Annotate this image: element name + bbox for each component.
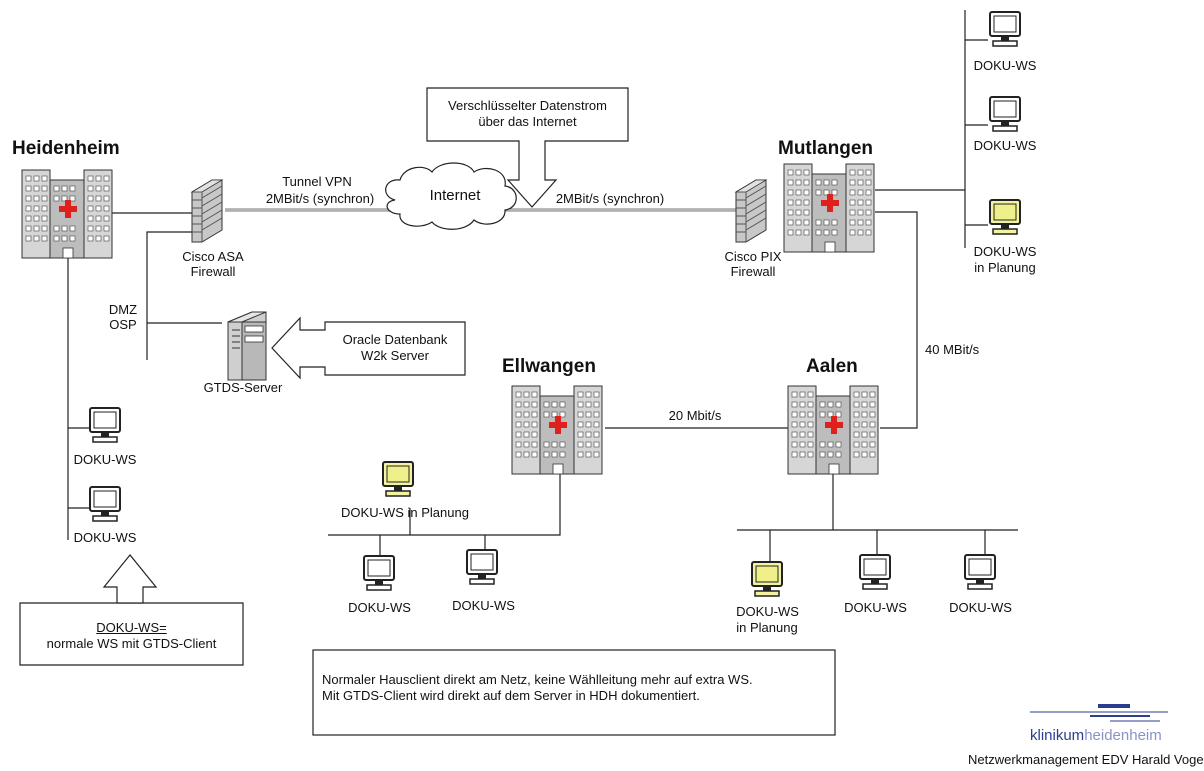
tunnel-vpn-label: Tunnel VPN <box>282 174 352 189</box>
mutlangen-doku-ws-1-icon <box>989 11 1021 47</box>
definition-term: DOKU-WS= <box>96 620 167 635</box>
klinikum-logo-icon <box>1030 704 1168 722</box>
mutlangen-doku-ws-2-label: DOKU-WS <box>973 138 1037 153</box>
aalen-doku-ws-planned-label: DOKU-WS <box>736 604 799 619</box>
definition-description: normale WS mit GTDS-Client <box>46 636 217 651</box>
oracle-callout-line2: W2k Server <box>361 348 429 363</box>
heidenheim-doku-ws-2-label: DOKU-WS <box>73 530 137 545</box>
ellwangen-doku-ws-1-icon <box>363 555 395 591</box>
oracle-callout-line1: Oracle Datenbank <box>342 332 448 347</box>
site-heidenheim: Heidenheim <box>12 138 120 159</box>
mutlangen-aalen-speed-label: 40 MBit/s <box>925 342 980 357</box>
dmz-label: DMZ <box>108 302 138 317</box>
ellwangen-building <box>511 385 603 475</box>
mutlangen-doku-ws-planned-icon <box>989 199 1021 235</box>
mutlangen-in-planung-label: in Planung <box>974 260 1036 275</box>
logo-text-heidenheim: heidenheim <box>1084 727 1162 744</box>
aalen-doku-ws-2-icon <box>964 554 996 590</box>
klinikum-logo: klinikumheidenheim <box>1030 727 1162 744</box>
site-mutlangen: Mutlangen <box>778 138 873 159</box>
aalen-doku-ws-1-icon <box>859 554 891 590</box>
cisco-pix-label: Cisco PIX <box>724 249 782 264</box>
mutlangen-doku-ws-1-label: DOKU-WS <box>973 58 1037 73</box>
mutlangen-doku-ws-2-icon <box>989 96 1021 132</box>
aalen-doku-ws-planned-icon <box>751 561 783 597</box>
note-line2: Mit GTDS-Client wird direkt auf dem Serv… <box>322 688 700 703</box>
mutlangen-building <box>783 163 875 253</box>
encrypted-callout-line2: über das Internet <box>478 114 577 129</box>
cisco-pix-firewall-icon <box>735 179 767 243</box>
aalen-building <box>787 385 879 475</box>
cisco-asa-firewall-label: Firewall <box>190 264 236 279</box>
cisco-asa-firewall-icon <box>191 179 223 243</box>
ellwangen-aalen-speed-label: 20 Mbit/s <box>668 408 722 423</box>
heidenheim-doku-ws-1-label: DOKU-WS <box>73 452 137 467</box>
heidenheim-doku-ws-2-icon <box>89 486 121 522</box>
aalen-doku-ws-1-label: DOKU-WS <box>844 600 907 615</box>
tunnel-speed-label: 2MBit/s (synchron) <box>265 191 375 206</box>
logo-text-klinikum: klinikum <box>1030 727 1085 744</box>
site-aalen: Aalen <box>806 356 858 377</box>
aalen-in-planung-label: in Planung <box>736 620 798 635</box>
internet-label: Internet <box>429 187 481 204</box>
gtds-server-icon <box>227 311 267 381</box>
heidenheim-doku-ws-1-icon <box>89 407 121 443</box>
osp-label: OSP <box>109 317 137 332</box>
heidenheim-building <box>21 169 113 259</box>
ellwangen-doku-ws-planned-icon <box>382 461 414 497</box>
ellwangen-doku-ws-2-icon <box>466 549 498 585</box>
cisco-pix-firewall-label: Firewall <box>730 264 776 279</box>
aalen-doku-ws-2-label: DOKU-WS <box>949 600 1012 615</box>
site-ellwangen: Ellwangen <box>502 356 596 377</box>
note-line1: Normaler Hausclient direkt am Netz, kein… <box>322 672 753 687</box>
ellwangen-doku-ws-2-label: DOKU-WS <box>452 598 515 613</box>
encrypted-callout-line1: Verschlüsselter Datenstrom <box>448 98 607 113</box>
cisco-asa-label: Cisco ASA <box>182 249 244 264</box>
ellwangen-doku-ws-1-label: DOKU-WS <box>348 600 411 615</box>
ellwangen-doku-ws-planned-label: DOKU-WS in Planung <box>341 505 469 520</box>
gtds-server-label: GTDS-Server <box>203 380 283 395</box>
mutlangen-doku-ws-planned-label: DOKU-WS <box>973 244 1037 259</box>
credit-text: Netzwerkmanagement EDV Harald Vogel <box>968 752 1204 767</box>
mutlangen-speed-label: 2MBit/s (synchron) <box>555 191 665 206</box>
